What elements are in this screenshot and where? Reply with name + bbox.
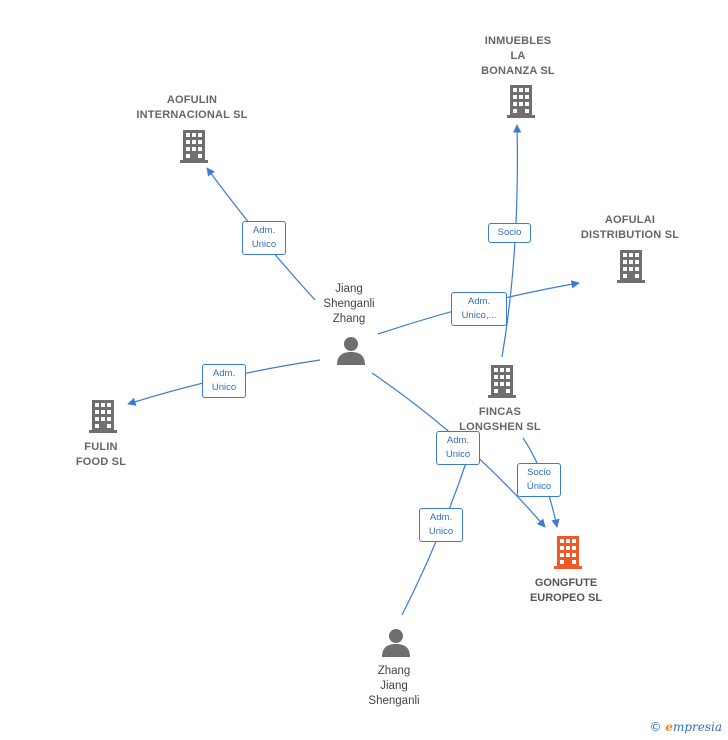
edge-label-gongfute-fincas[interactable]: Socio Único [517, 463, 561, 497]
edge-fincas-inmuebles [501, 124, 522, 358]
copyright-symbol: © [649, 720, 662, 734]
brand-initial: e [665, 720, 673, 734]
company-fincas-label[interactable]: FINCAS LONGSHEN SL [459, 406, 541, 433]
brand-name: mpresia [672, 720, 722, 734]
edge-label-aofulin[interactable]: Adm. Unico [242, 221, 286, 255]
person-icon[interactable] [337, 337, 365, 365]
building-icon[interactable] [617, 250, 645, 283]
building-icon[interactable] [89, 400, 117, 433]
company-gongfute-label[interactable]: GONGFUTE EUROPEO SL [529, 577, 603, 604]
building-icon[interactable] [488, 365, 516, 398]
company-aofulai-label[interactable]: AOFULAI DISTRIBUTION SL [580, 214, 680, 241]
edge-label-gongfute-jiang[interactable]: Adm. Unico [436, 431, 480, 465]
company-fulin-label[interactable]: FULIN FOOD SL [75, 441, 127, 468]
edge-label-inmuebles[interactable]: Socio [488, 223, 531, 243]
person-zhang-label[interactable]: Zhang Jiang Shenganli [368, 665, 420, 707]
edge-label-gongfute-zhang[interactable]: Adm. Unico [419, 508, 463, 542]
person-icon[interactable] [382, 629, 410, 657]
building-icon[interactable] [507, 85, 535, 118]
edge-label-fulin[interactable]: Adm. Unico [202, 364, 246, 398]
building-icon[interactable] [554, 536, 582, 569]
company-inmuebles-label[interactable]: INMUEBLES LA BONANZA SL [481, 35, 555, 77]
empresia-watermark: © empresia [649, 720, 722, 734]
person-jiang-label[interactable]: Jiang Shenganli Zhang [323, 283, 375, 325]
company-aofulin-label[interactable]: AOFULIN INTERNACIONAL SL [136, 94, 248, 121]
edge-label-aofulai[interactable]: Adm. Unico,... [451, 292, 507, 326]
building-icon[interactable] [180, 130, 208, 163]
